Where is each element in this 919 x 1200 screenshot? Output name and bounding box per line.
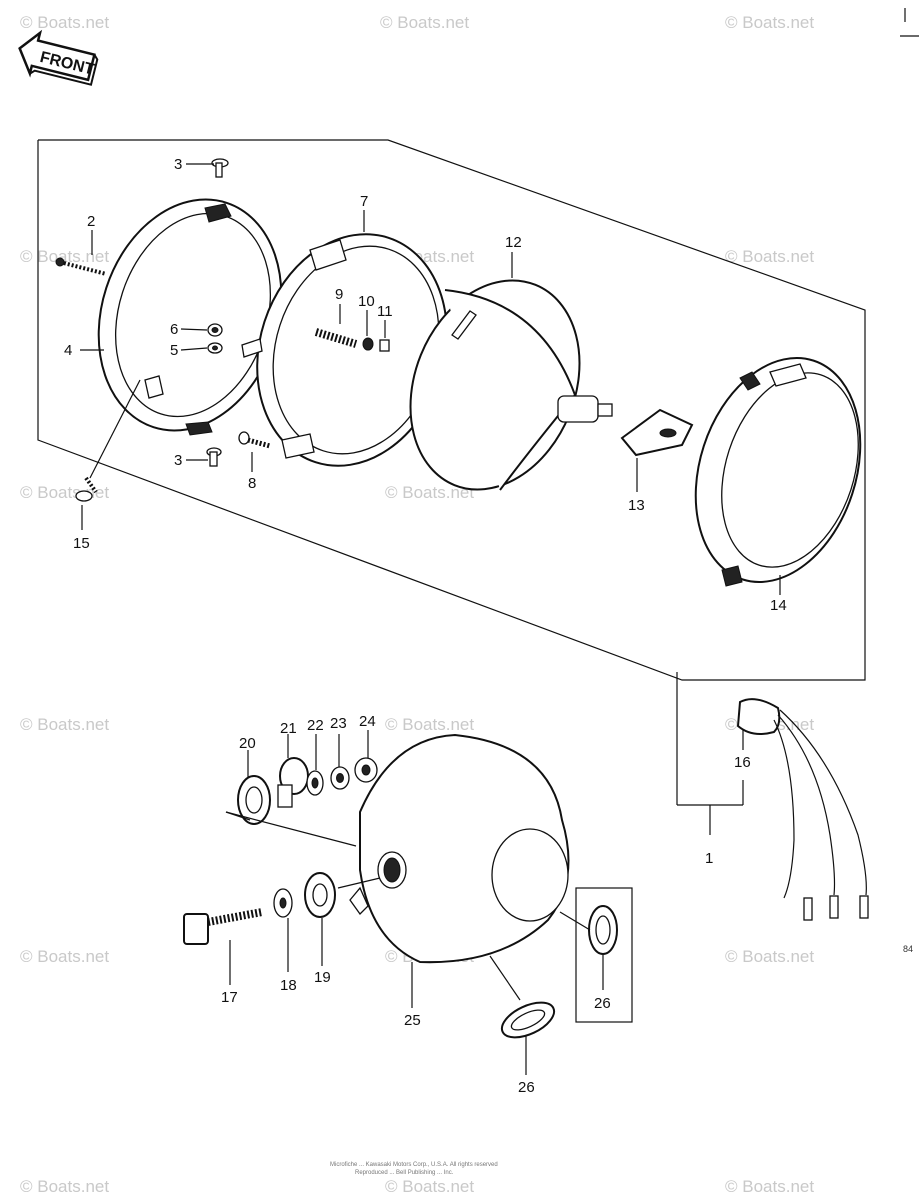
watermark-text: © Boats.net — [725, 1177, 814, 1196]
grommet-bottom — [500, 1001, 556, 1039]
headlight-housing — [349, 733, 570, 964]
callout-1: 1 — [705, 850, 713, 867]
washer — [207, 342, 223, 354]
watermark-text: © Boats.net — [385, 1177, 474, 1196]
callout-18: 18 — [280, 977, 297, 994]
wire-harness — [736, 698, 869, 921]
callout-20: 20 — [239, 735, 256, 752]
watermark-text: © Boats.net — [385, 715, 474, 734]
rim-ring — [97, 198, 283, 436]
callout-10: 10 — [358, 293, 375, 310]
grommet-top — [237, 775, 271, 825]
sealed-beam-unit — [409, 279, 613, 491]
callout-26: 26 — [518, 1079, 535, 1096]
spacer-grommet — [304, 872, 381, 918]
watermark-text: © Boats.net — [380, 13, 469, 32]
lock-washer — [330, 766, 350, 790]
screw-top — [211, 158, 229, 178]
callout-15: 15 — [73, 535, 90, 552]
watermark-text: © Boats.net — [20, 947, 109, 966]
rim-screw — [75, 476, 98, 502]
callout-6: 6 — [170, 321, 178, 338]
bulb-socket — [620, 408, 694, 457]
callout-19: 19 — [314, 969, 331, 986]
long-screw — [55, 257, 107, 276]
leader-lines — [80, 163, 781, 1075]
watermark-text: © Boats.net — [20, 247, 109, 266]
callout-16: 16 — [734, 754, 751, 771]
callout-14: 14 — [770, 597, 787, 614]
callout-9: 9 — [335, 286, 343, 303]
screw-bottom — [206, 447, 222, 467]
watermark-text: © Boats.net — [385, 483, 474, 502]
nut — [207, 323, 223, 337]
watermark-text: © Boats.net — [20, 13, 109, 32]
flat-washer — [273, 888, 293, 918]
callout-3: 3 — [174, 156, 182, 173]
callout-7: 7 — [360, 193, 368, 210]
watermark-text: © Boats.net — [725, 247, 814, 266]
adjust-nut-small — [379, 339, 390, 352]
callout-24: 24 — [359, 713, 376, 730]
callout-4: 4 — [64, 342, 72, 359]
mounting-bolt — [183, 908, 263, 945]
callout-3: 3 — [174, 452, 182, 469]
callout-2: 2 — [87, 213, 95, 230]
copyright-line: Reproduced ... Bell Publishing ... Inc. — [355, 1170, 454, 1176]
callout-25: 25 — [404, 1012, 421, 1029]
callout-22: 22 — [307, 717, 324, 734]
watermark-text: © Boats.net — [20, 715, 109, 734]
top-nut — [354, 757, 378, 783]
page-corner-mark — [900, 8, 919, 37]
callout-21: 21 — [280, 720, 297, 737]
mounting-ring — [241, 233, 448, 467]
grommet-detail-box — [575, 887, 633, 1023]
adjust-bolt — [238, 431, 271, 449]
callout-labels: 1 2 3 3 4 5 6 7 8 9 10 11 12 13 14 15 16… — [64, 156, 787, 1096]
callout-12: 12 — [505, 234, 522, 251]
callout-5: 5 — [170, 342, 178, 359]
callout-23: 23 — [330, 715, 347, 732]
watermark-text: © Boats.net — [725, 13, 814, 32]
callout-13: 13 — [628, 497, 645, 514]
watermark-text: © Boats.net — [20, 483, 109, 502]
adjust-nut — [362, 337, 374, 351]
lens-ring — [694, 357, 862, 587]
copyright-line: Microfiche ... Kawasaki Motors Corp., U.… — [330, 1162, 498, 1168]
callout-26: 26 — [594, 995, 611, 1012]
grommet-right — [588, 905, 618, 955]
washer-top — [306, 770, 324, 796]
adjusting-spring — [314, 328, 358, 348]
watermark-text: © Boats.net — [20, 1177, 109, 1196]
callout-8: 8 — [248, 475, 256, 492]
callout-17: 17 — [221, 989, 238, 1006]
callout-11: 11 — [377, 303, 393, 320]
page-code: 84 — [903, 944, 913, 954]
assembly-outline — [37, 139, 866, 835]
collar — [277, 757, 309, 808]
watermark-text: © Boats.net — [725, 947, 814, 966]
front-arrow: FRONT — [18, 29, 99, 86]
